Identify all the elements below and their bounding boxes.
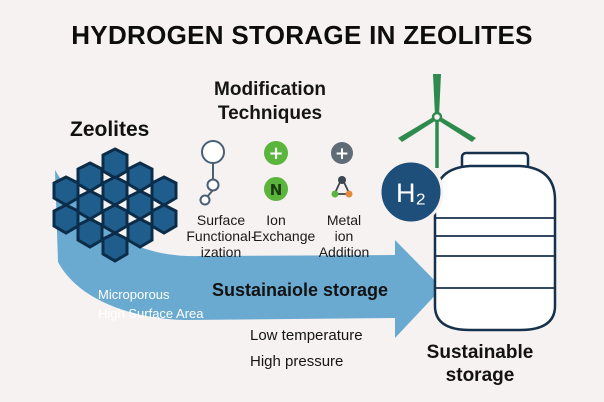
zeolites-label: Zeolites — [70, 118, 150, 141]
technique-label-ion: Ion Exchange — [253, 212, 315, 244]
technique-label-line: Metal — [326, 212, 362, 228]
technique-label-line: ization — [200, 244, 242, 260]
modification-title: Modification Techniques — [190, 78, 350, 126]
ion-plus-symbol: + — [268, 143, 283, 164]
zeolite-honeycomb-icon — [52, 147, 178, 263]
storage-tank-icon — [433, 151, 557, 332]
technique-label-line: Addition — [318, 244, 370, 260]
page-title: HYDROGEN STORAGE IN ZEOLITES — [71, 20, 533, 50]
technique-label-line: Functional- — [186, 228, 256, 244]
condition-low-temperature: Low temperature — [250, 327, 363, 344]
metal-plus-icon — [331, 142, 353, 198]
technique-label-metal: Metal ion Addition — [318, 212, 370, 260]
technique-label-line: ion — [334, 228, 354, 244]
sustainable-line2: storage — [445, 365, 515, 386]
plus-n-icon — [264, 141, 288, 201]
technique-label-surface: Surface Functional- ization — [182, 212, 260, 260]
wind-turbine-icon — [398, 74, 476, 168]
property-surface-area: High Surface Area — [98, 306, 204, 321]
arrow-main-label: Sustainaiole storage — [212, 280, 389, 300]
metal-plus-symbol: + — [335, 144, 349, 164]
ion-n-symbol: N — [270, 181, 283, 199]
technique-label-line: Surface — [196, 212, 246, 228]
molecule-icon — [199, 140, 225, 206]
technique-label-line: Ion — [266, 212, 286, 228]
property-microporous: Microporous — [98, 287, 170, 302]
sustainable-storage-label: Sustainable storage — [418, 341, 542, 387]
modification-title-line1: Modification — [214, 79, 326, 100]
process-arrow — [55, 170, 442, 338]
condition-high-pressure: High pressure — [250, 353, 344, 370]
modification-title-line2: Techniques — [217, 103, 323, 124]
sustainable-line1: Sustainable — [426, 342, 534, 363]
h2-symbol: H₂ — [396, 178, 426, 208]
technique-label-line: Exchange — [253, 228, 316, 244]
h2-badge — [378, 159, 444, 225]
